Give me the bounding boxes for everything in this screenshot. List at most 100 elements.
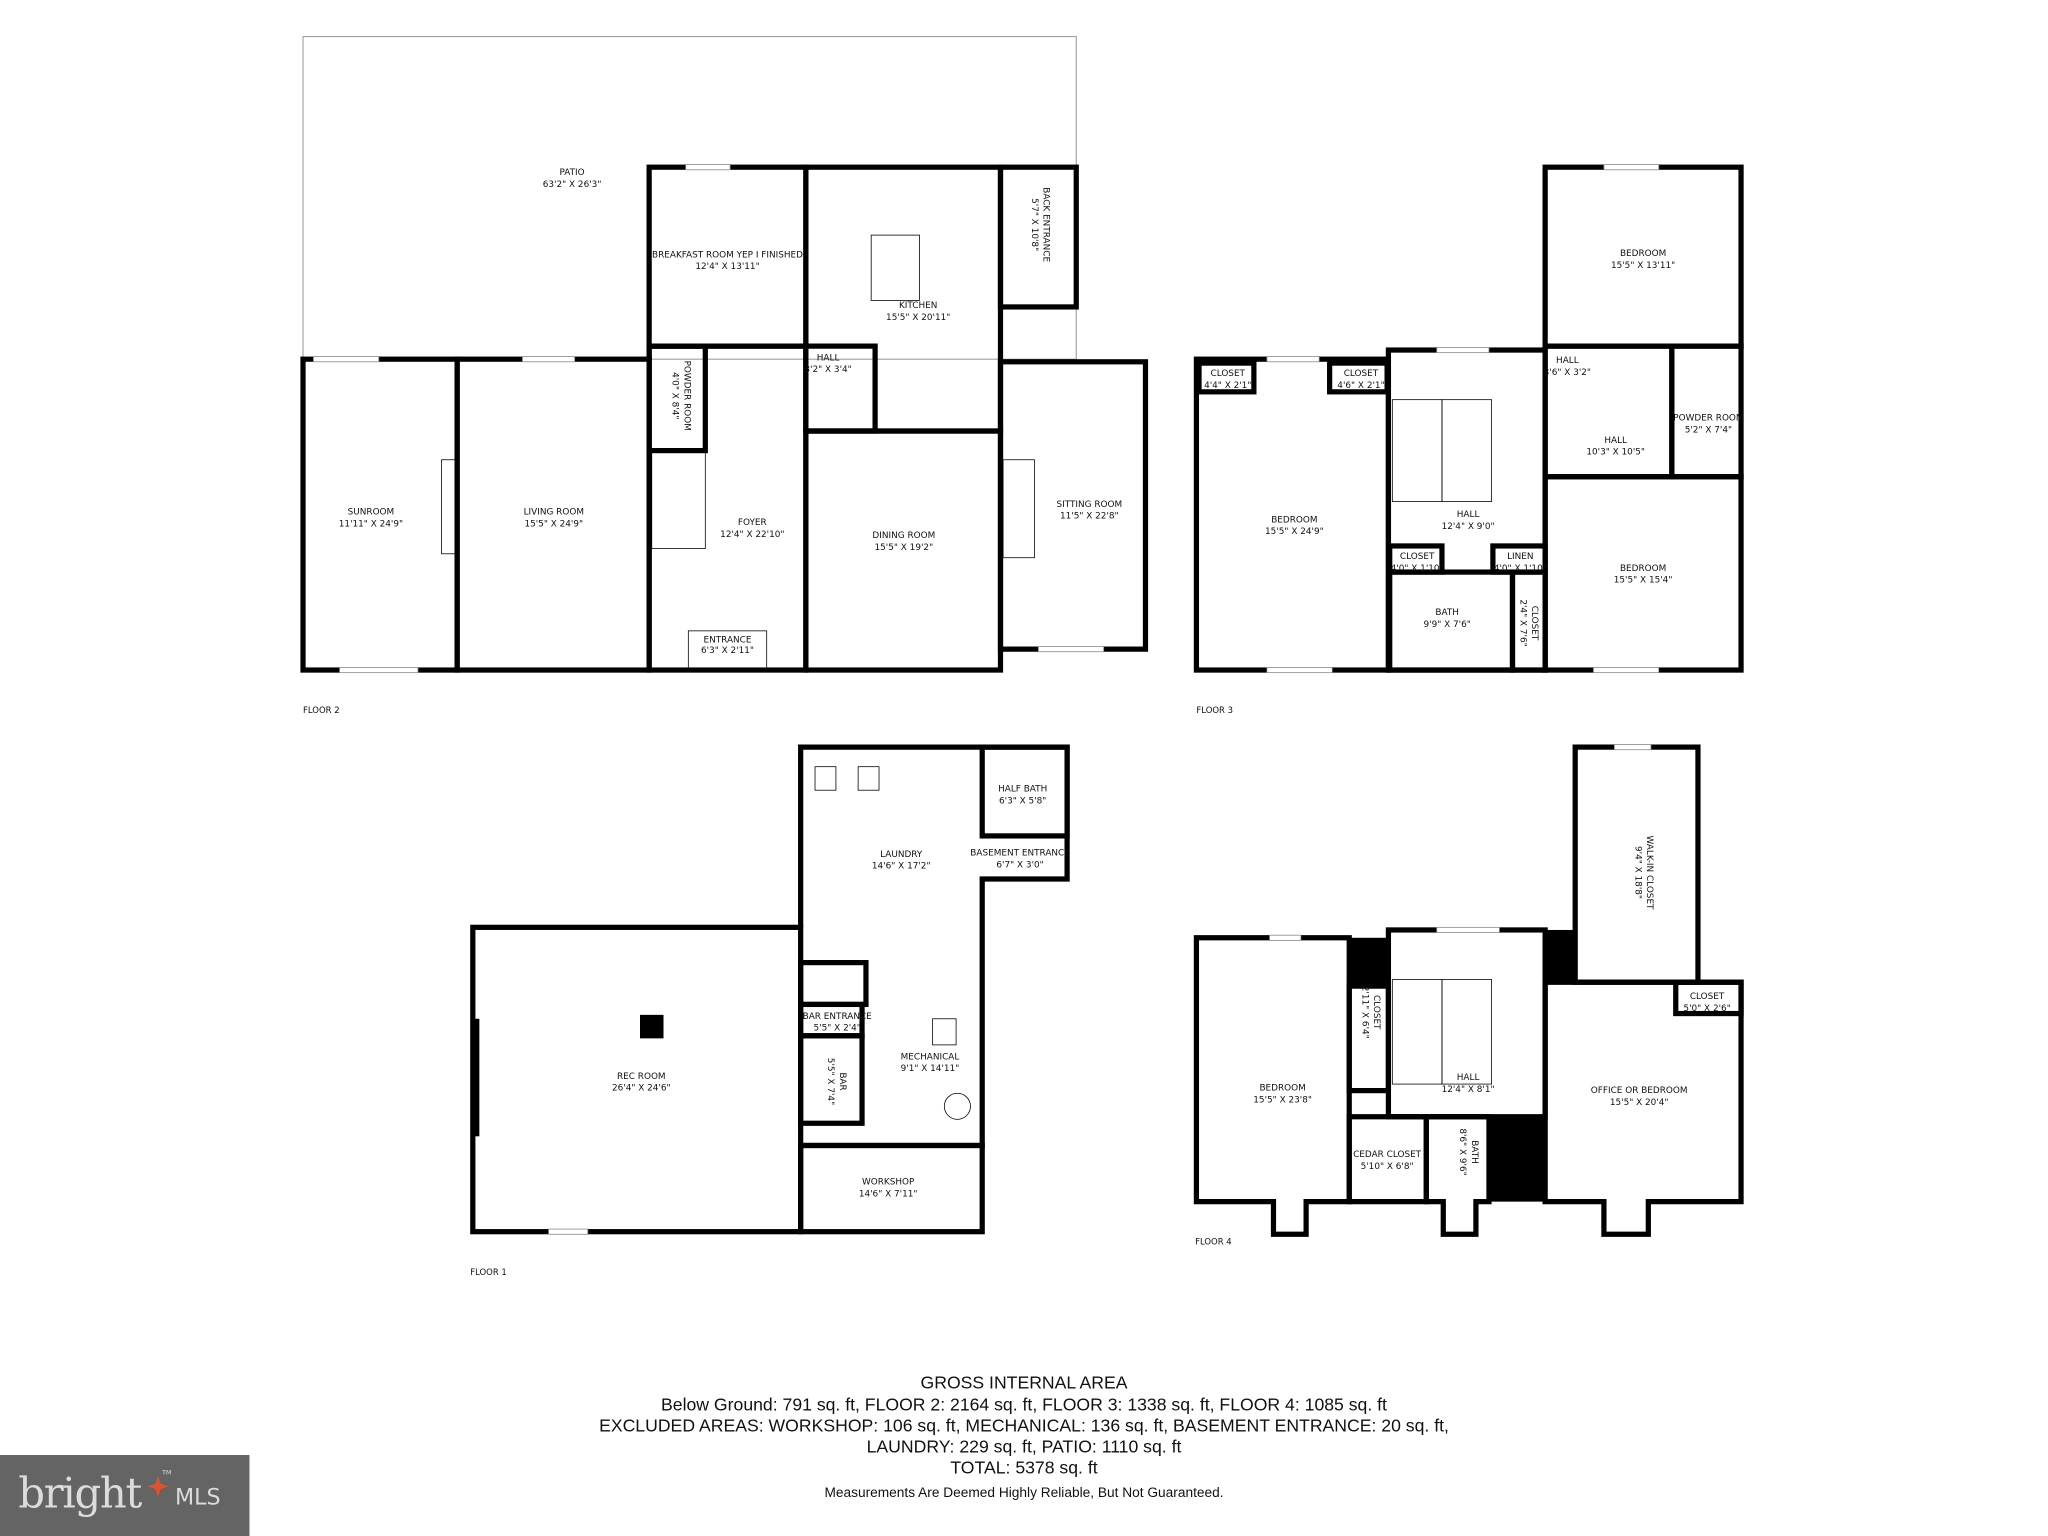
stair-opening: [1441, 979, 1492, 1085]
room-dimensions: 12'4" X 9'0": [1442, 522, 1495, 532]
room-dimensions: 15'5" X 20'11": [886, 313, 950, 323]
room-dimensions: 14'6" X 17'2": [872, 862, 931, 872]
column: [640, 1014, 664, 1039]
room-label: CLOSET: [1211, 369, 1246, 379]
room-label: DINING ROOM: [872, 531, 935, 541]
room-label: MECHANICAL: [901, 1052, 960, 1062]
room-dimensions: 12'4" X 22'10": [720, 530, 784, 540]
room-label: LIVING ROOM: [524, 508, 584, 518]
summary-line: EXCLUDED AREAS: WORKSHOP: 106 sq. ft, ME…: [599, 1416, 1449, 1436]
room-label: BEDROOM: [1259, 1084, 1305, 1094]
room-dimensions: 11'5" X 22'8": [1060, 512, 1119, 522]
wall-closet: [1673, 979, 1744, 1017]
wall-back-entrance: [997, 164, 1079, 310]
wall-segment: [472, 1018, 480, 1137]
room-dimensions: 15'5" X 19'2": [875, 543, 934, 553]
room-label: SUNROOM: [348, 508, 395, 518]
window: [685, 164, 731, 171]
room-label: HALL: [1604, 436, 1627, 446]
summary-line: Below Ground: 791 sq. ft, FLOOR 2: 2164 …: [661, 1395, 1387, 1415]
room-label: HALL: [817, 353, 840, 363]
room-label: BAR ENTRANCE: [803, 1012, 873, 1022]
room-label: WORKSHOP: [862, 1178, 915, 1188]
room-dimensions: 9'9" X 7'6": [1424, 620, 1471, 630]
wall-stairs: [798, 959, 869, 1008]
room-dimensions: 5'2" X 7'4": [1685, 425, 1732, 435]
floor-label: FLOOR 1: [470, 1267, 507, 1277]
window: [1266, 667, 1333, 674]
room-label: HALF BATH: [998, 785, 1047, 795]
wall-kitchen: [803, 164, 1004, 434]
summary-line: LAUNDRY: 229 sq. ft, PATIO: 1110 sq. ft: [867, 1436, 1182, 1456]
washer: [814, 766, 837, 791]
window: [1037, 646, 1105, 653]
room-label: CLOSET: [1400, 552, 1435, 562]
room-label: LAUNDRY: [880, 850, 923, 860]
window: [313, 356, 380, 363]
room-dimensions: 2'11" X 6'4": [1359, 986, 1369, 1039]
room-label: BACK ENTRANCE: [1041, 187, 1051, 262]
furnace: [932, 1018, 957, 1046]
room-dimensions: 4'0" X 1'10": [1494, 564, 1547, 574]
room-dimensions: 4'4" X 2'1": [1204, 381, 1251, 391]
window: [1436, 926, 1500, 933]
window: [339, 667, 419, 674]
room-label: CLOSET: [1690, 992, 1725, 1002]
room-dimensions: 9'1" X 14'11": [901, 1064, 960, 1074]
room-dimensions: 12'4" X 8'1": [1442, 1085, 1495, 1095]
room-dimensions: 3'2" X 3'4": [804, 365, 851, 375]
room-dimensions: 3'6" X 3'2": [1544, 368, 1591, 378]
floor-2-plan: PATIO 63'2" X 26'3" BREAKFAST ROOM YEP I…: [300, 36, 1149, 715]
chimney: [1349, 937, 1389, 987]
room-label: BATH: [1469, 1140, 1479, 1164]
window: [522, 356, 576, 363]
room-label: BEDROOM: [1620, 249, 1666, 259]
wall-closet: [1509, 569, 1548, 673]
room-dimensions: 8'6" X 9'6": [1457, 1128, 1467, 1175]
room-dimensions: 6'3" X 5'8": [999, 796, 1046, 806]
bright-mls-logo: bright TM MLS: [0, 1455, 250, 1536]
room-dimensions: 15'5" X 15'4": [1614, 576, 1673, 586]
room-label: BEDROOM: [1620, 564, 1666, 574]
wall-half-bath: [979, 744, 1070, 839]
wall-entrance: [687, 630, 768, 671]
floor-label: FLOOR 4: [1195, 1237, 1232, 1247]
room-dimensions: 5'10" X 6'8": [1361, 1162, 1414, 1172]
window: [1269, 934, 1302, 941]
room-dimensions: 5'0" X 2'6": [1683, 1004, 1730, 1014]
room-dimensions: 4'0" X 1'10": [1391, 564, 1444, 574]
room-label: ENTRANCE: [704, 636, 752, 646]
room-dimensions: 15'5" X 24'9": [524, 519, 583, 529]
room-dimensions: 5'5" X 7'4": [825, 1058, 835, 1105]
room-dimensions: 6'7" X 3'0": [996, 860, 1043, 870]
floor-4-plan: WALK-IN CLOSET 9'4" X 18'8" CLOSET 5'0" …: [1193, 744, 1744, 1247]
room-label: POWDER ROOM: [1673, 414, 1743, 424]
chimney: [1545, 929, 1576, 983]
room-label: WALK-IN CLOSET: [1644, 836, 1654, 911]
room-label: FOYER: [738, 518, 767, 528]
staircase: [1391, 979, 1443, 1085]
logo-suffix: MLS: [175, 1485, 221, 1511]
room-dimensions: 9'4" X 18'8": [1632, 846, 1642, 899]
room-label: CEDAR CLOSET: [1353, 1150, 1422, 1160]
room-label: POWDER ROOM: [681, 361, 691, 431]
room-dimensions: 4'0" X 8'4": [670, 372, 680, 419]
room-label: BEDROOM: [1271, 515, 1317, 525]
room-label: KITCHEN: [899, 301, 937, 311]
room-dimensions: 63'2" X 26'3": [543, 180, 602, 190]
window: [548, 1228, 589, 1235]
staircase: [1391, 399, 1443, 502]
room-dimensions: 15'5" X 23'8": [1253, 1095, 1312, 1105]
room-dimensions: 26'4" X 24'6": [612, 1084, 671, 1094]
dryer: [857, 766, 880, 791]
room-label: REC ROOM: [617, 1072, 666, 1082]
wall-office: [1542, 979, 1744, 1237]
room-dimensions: 4'6" X 2'1": [1337, 381, 1384, 391]
room-dimensions: 15'5" X 24'9": [1265, 527, 1324, 537]
logo-word: bright: [18, 1468, 142, 1517]
room-label: OFFICE OR BEDROOM: [1591, 1086, 1688, 1096]
room-label: HALL: [1457, 510, 1480, 520]
window: [1603, 164, 1660, 171]
room-label: CLOSET: [1344, 369, 1379, 379]
